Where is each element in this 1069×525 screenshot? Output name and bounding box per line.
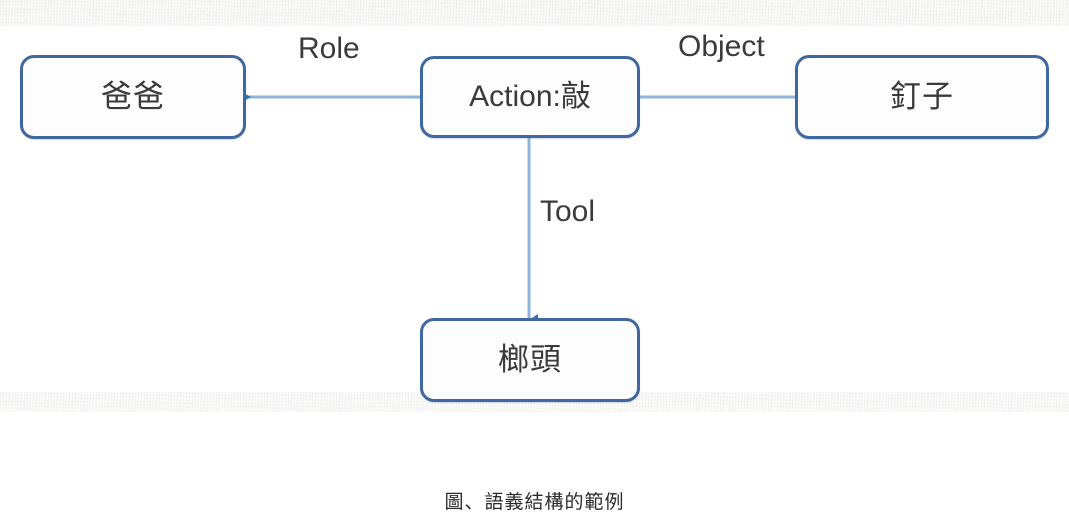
node-tool-label: 榔頭	[498, 341, 562, 378]
node-object-label: 釘子	[890, 78, 954, 115]
node-tool: 榔頭	[420, 318, 640, 402]
node-object: 釘子	[795, 55, 1049, 139]
edge-label-role: Role	[298, 32, 360, 65]
node-agent: 爸爸	[20, 55, 246, 139]
node-action: Action:敲	[420, 56, 640, 138]
edge-label-object: Object	[678, 30, 765, 63]
figure-caption: 圖、語義結構的範例	[444, 491, 625, 513]
edge-label-tool: Tool	[540, 195, 596, 228]
node-action-label: Action:敲	[469, 80, 591, 113]
node-agent-label: 爸爸	[101, 78, 165, 115]
